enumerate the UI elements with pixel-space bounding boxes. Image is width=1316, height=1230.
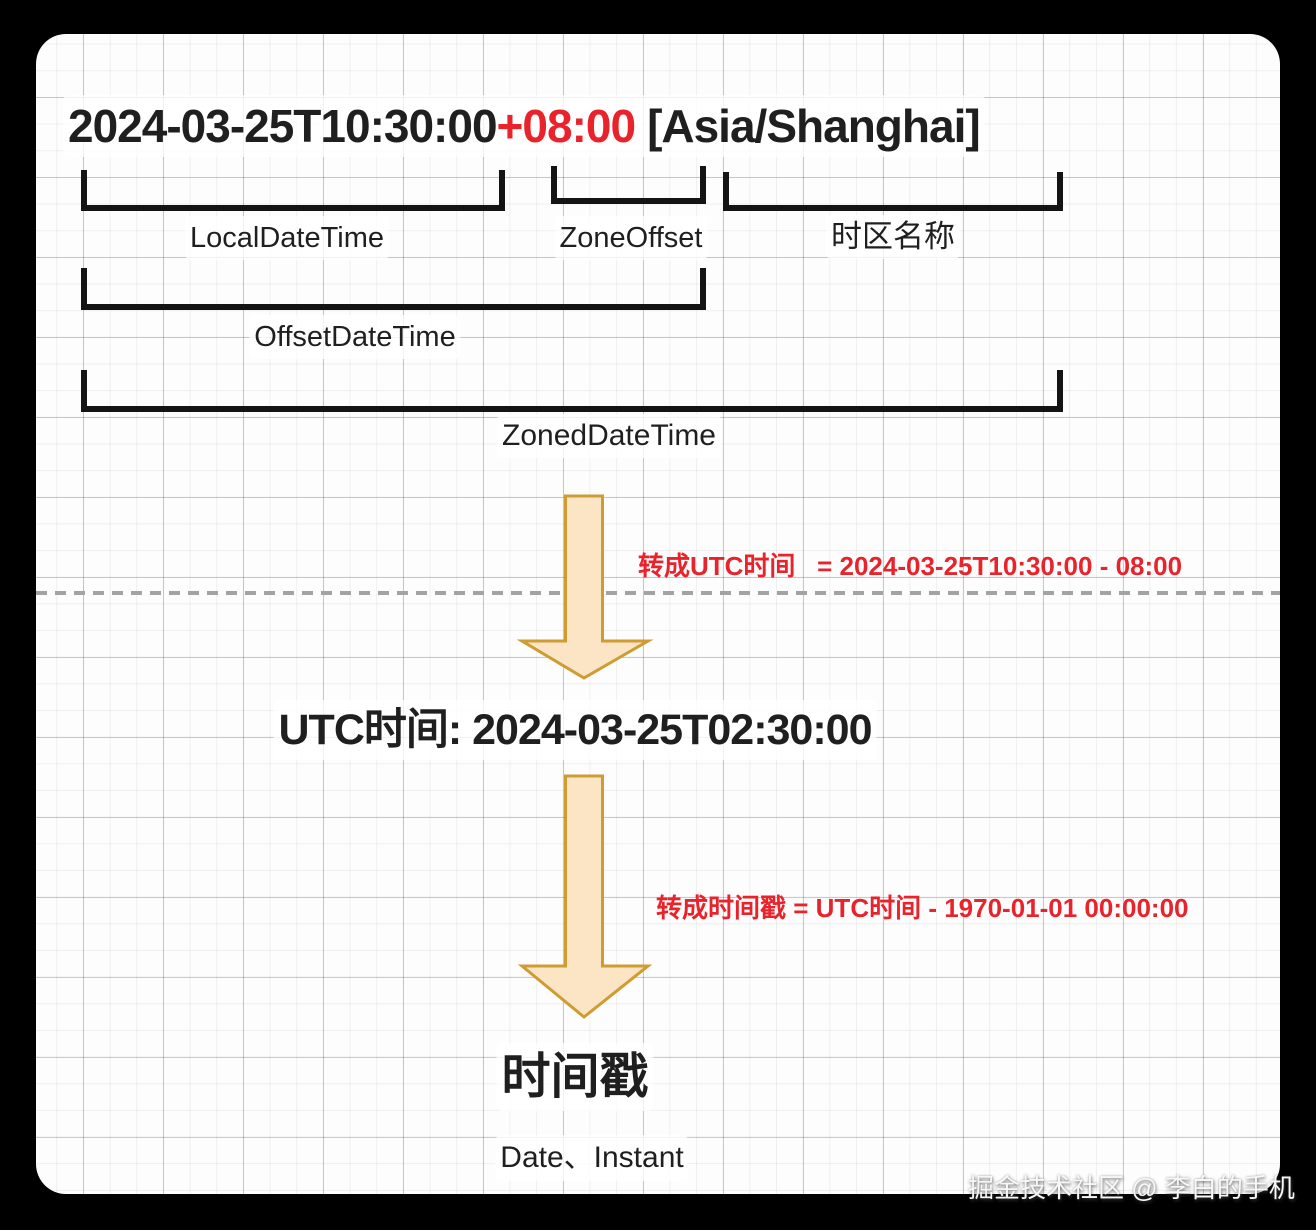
label-offset-datetime: OffsetDateTime [254, 320, 456, 354]
watermark: 掘金技术社区 @ 李白的手机 [968, 1173, 1295, 1203]
utc-time-line: UTC时间: 2024-03-25T02:30:00 [278, 705, 873, 755]
datetime-offset-part: +08:00 [496, 100, 637, 152]
label-zone-offset: ZoneOffset [559, 221, 703, 255]
bracket-zone-offset [551, 166, 706, 204]
bracket-zoned-datetime [81, 370, 1063, 412]
conversion-utc-note: 转成UTC时间 = 2024-03-25T10:30:00 - 08:00 [638, 550, 1182, 582]
timestamp-subtitle: Date、Instant [500, 1140, 684, 1176]
label-local-datetime: LocalDateTime [190, 221, 384, 255]
dashed-divider [36, 591, 1280, 595]
conversion-timestamp-note: 转成时间戳 = UTC时间 - 1970-01-01 00:00:00 [656, 892, 1189, 924]
datetime-zone-part: [Asia/Shanghai] [647, 100, 981, 152]
bracket-local-datetime [81, 170, 505, 211]
conversion-utc-gap [795, 551, 817, 581]
conversion-utc-label: 转成UTC时间 [638, 551, 796, 581]
datetime-title: 2024-03-25T10:30:00+08:00[Asia/Shanghai] [68, 100, 981, 152]
down-arrow-icon [516, 494, 654, 680]
conversion-timestamp-formula: = UTC时间 - 1970-01-01 00:00:00 [793, 893, 1189, 923]
label-zoned-datetime: ZonedDateTime [502, 419, 716, 453]
down-arrow-icon [517, 774, 653, 1019]
datetime-local-part: 2024-03-25T10:30:00 [68, 100, 498, 152]
timestamp-title: 时间戳 [501, 1048, 649, 1106]
label-zone-name: 时区名称 [831, 219, 955, 254]
bracket-zone-name [723, 172, 1063, 211]
conversion-utc-formula: = 2024-03-25T10:30:00 - 08:00 [817, 551, 1183, 581]
conversion-timestamp-label: 转成时间戳 [656, 893, 787, 923]
bracket-offset-datetime [81, 268, 706, 310]
